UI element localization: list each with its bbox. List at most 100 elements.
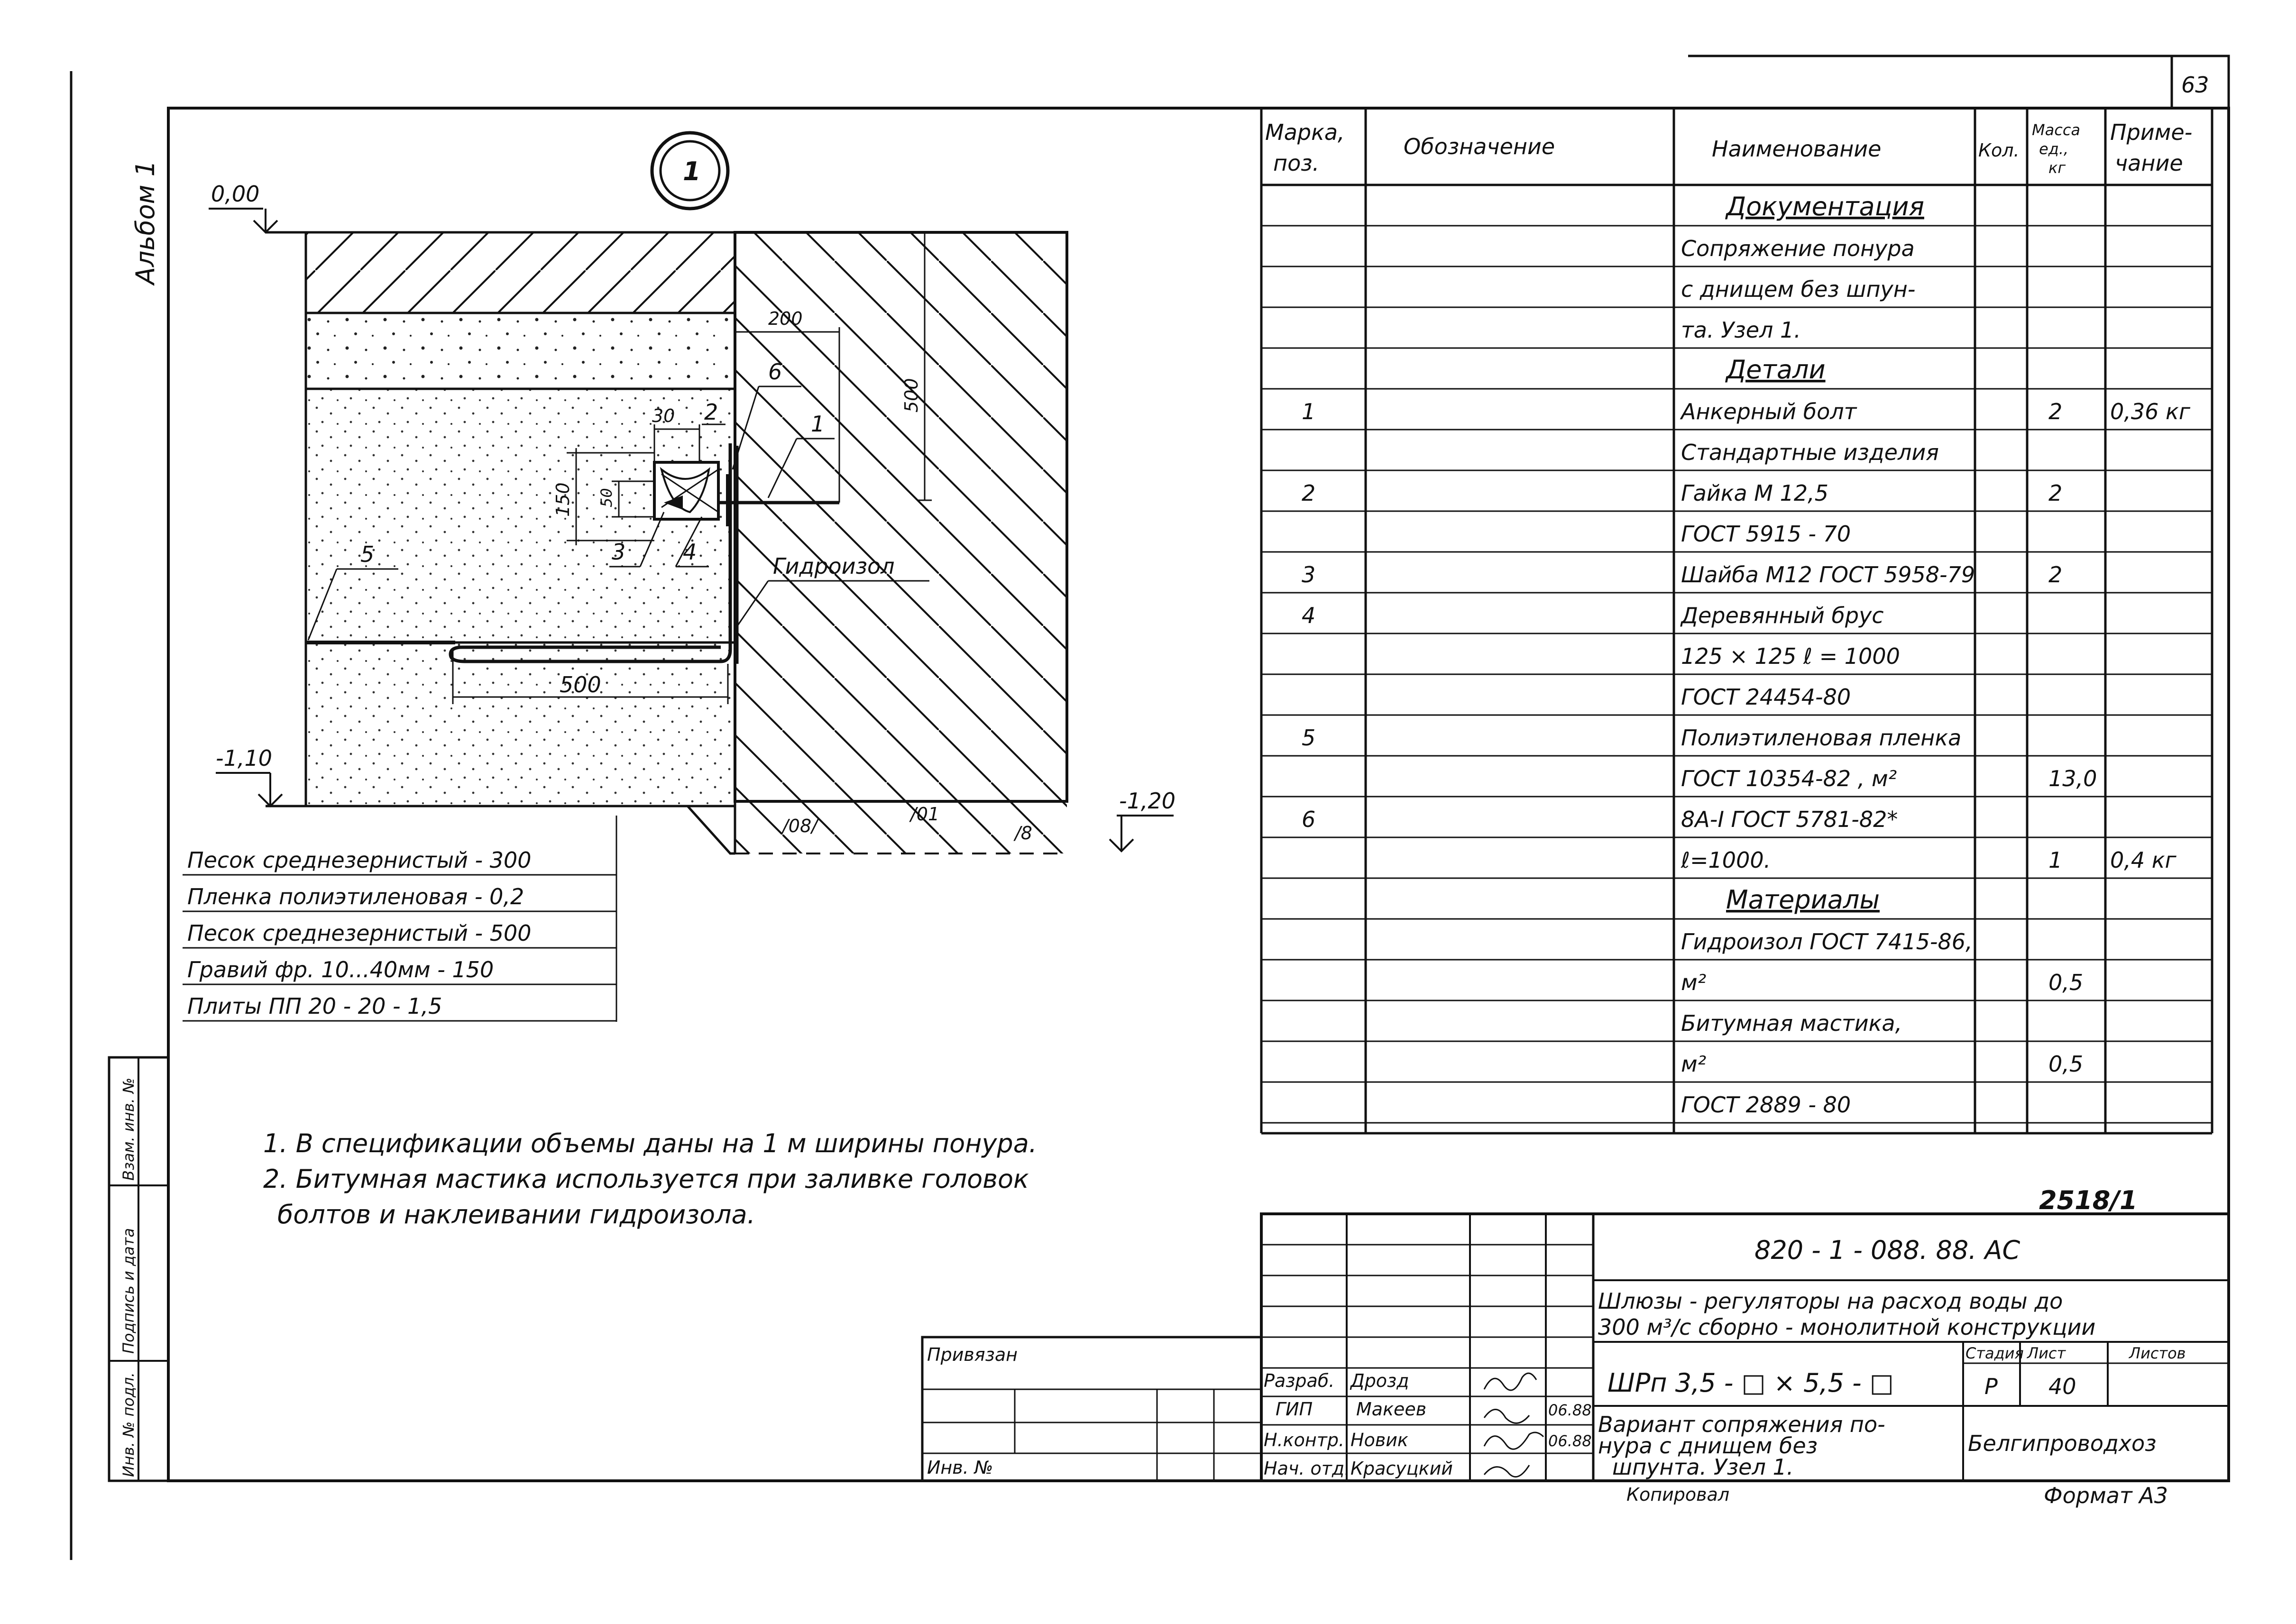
callout-6-label: 6 xyxy=(768,359,782,385)
layer-legend: Песок среднезернистый - 300 Пленка полиэ… xyxy=(183,816,617,1022)
row-pos: 1 xyxy=(1302,399,1315,424)
row-mass: 1 xyxy=(2048,847,2062,873)
layer-3: Песок среднезернистый - 500 xyxy=(187,920,532,946)
level-top-label: 0,00 xyxy=(211,181,259,207)
row-pos: 4 xyxy=(1302,603,1315,628)
row-mass: 2 xyxy=(2048,480,2062,506)
row-name: с днищем без шпун- xyxy=(1681,276,1915,302)
callout-4: 4 xyxy=(675,516,709,568)
header-note-2: чание xyxy=(2115,150,2183,176)
row-pos: 3 xyxy=(1302,562,1315,587)
anchor-assembly xyxy=(449,443,839,664)
row-name: ГОСТ 5915 - 70 xyxy=(1681,521,1851,547)
row-name: 8А-I ГОСТ 5781-82* xyxy=(1681,807,1898,832)
role-4: Нач. отд. xyxy=(1264,1458,1350,1479)
row-name: Анкерный болт xyxy=(1680,399,1857,424)
node-marker: 1 xyxy=(650,131,730,211)
header-name: Наименование xyxy=(1712,136,1881,162)
row-note: 0,4 кг xyxy=(2110,847,2177,873)
person-4: Красуцкий xyxy=(1350,1458,1453,1479)
callout-1: 1 xyxy=(767,411,835,498)
album-label: Альбом 1 xyxy=(130,160,160,286)
organization: Белгипроводхоз xyxy=(1968,1431,2157,1456)
person-3: Новик xyxy=(1350,1430,1408,1450)
hatch-mark-2: /01 xyxy=(909,804,939,825)
dim-500-horizontal-label: 500 xyxy=(560,672,601,697)
row-name: 125 × 125 ℓ = 1000 xyxy=(1681,643,1900,669)
specification-table: Марка, поз. Обозначение Наименование Кол… xyxy=(1260,107,2213,1135)
format-label: Формат А3 xyxy=(2044,1483,2168,1508)
callout-2: 2 xyxy=(702,399,726,425)
drawing-title-1: Вариант сопряжения по- xyxy=(1598,1412,1885,1437)
person-2: Макеев xyxy=(1356,1399,1426,1420)
sheets-label: Листов xyxy=(2129,1344,2186,1362)
callout-4-label: 4 xyxy=(683,539,697,565)
sand-layer-300 xyxy=(304,641,736,807)
page-number-box: 63 xyxy=(1688,55,2230,110)
side-stamp-signature-date: Подпись и дата xyxy=(119,1228,138,1354)
drawing-title-3: шпунта. Узел 1. xyxy=(1612,1454,1793,1480)
person-1: Дрозд xyxy=(1350,1370,1409,1391)
row-name: ГОСТ 24454-80 xyxy=(1681,684,1851,710)
copied-label: Копировал xyxy=(1626,1484,1729,1505)
header-mass-2: ед., xyxy=(2039,140,2068,158)
hatch-mark-3: /8 xyxy=(1013,823,1032,844)
note-2: 2. Битумная мастика используется при зал… xyxy=(263,1164,1029,1194)
side-stamp-vzam-inv: Взам. инв. № xyxy=(119,1078,138,1181)
row-name: Шайба М12 ГОСТ 5958-79 xyxy=(1681,562,1975,587)
callout-3: 3 xyxy=(609,512,665,568)
project-title-2: 300 м³/с сборно - монолитной конструкции xyxy=(1598,1314,2095,1340)
signature-3 xyxy=(1483,1431,1544,1450)
row-name: ГОСТ 2889 - 80 xyxy=(1681,1092,1851,1118)
dim-200-label: 200 xyxy=(768,308,803,329)
hydroisol-label: Гидроизол xyxy=(773,553,895,579)
stage-value: Р xyxy=(1984,1374,1998,1399)
dim-30-label: 30 xyxy=(652,405,675,426)
row-pos: 5 xyxy=(1302,725,1315,751)
gravel-layer xyxy=(304,312,736,390)
layer-1: Песок среднезернистый - 300 xyxy=(187,847,532,873)
signature-4 xyxy=(1483,1465,1530,1477)
row-section-heading: Материалы xyxy=(1726,885,1880,915)
row-name: Стандартные изделия xyxy=(1681,440,1939,465)
small-dimensions: 30 150 50 xyxy=(552,405,700,545)
stage-label: Стадия xyxy=(1965,1344,2024,1362)
level-mark-top: 0,00 xyxy=(209,181,278,234)
dim-150-label: 150 xyxy=(552,482,573,517)
signature-1 xyxy=(1483,1372,1537,1391)
dimension-200: 200 xyxy=(735,308,840,503)
sheet-label: Лист xyxy=(2027,1344,2066,1362)
row-section-heading: Документация xyxy=(1725,192,1924,221)
project-title-1: Шлюзы - регуляторы на расход воды до xyxy=(1598,1288,2063,1314)
side-stamp: Инв. № подл. Подпись и дата Взам. инв. № xyxy=(108,1056,170,1482)
layer-4: Гравий фр. 10...40мм - 150 xyxy=(187,957,494,982)
callout-hydroisol: Гидроизол xyxy=(736,553,929,626)
header-pos-2: поз. xyxy=(1273,150,1319,176)
row-mass: 2 xyxy=(2048,562,2062,587)
level-mark-left: -1,10 xyxy=(216,745,283,807)
header-mass-1: Масса xyxy=(2032,121,2080,139)
row-name: м² xyxy=(1681,1051,1706,1077)
layer-5: Плиты ПП 20 - 20 - 1,5 xyxy=(187,993,442,1019)
note-2-cont: болтов и наклеивании гидроизола. xyxy=(277,1200,755,1229)
node-marker-number: 1 xyxy=(683,156,701,186)
note-1: 1. В спецификации объемы даны на 1 м шир… xyxy=(263,1129,1037,1158)
sheet-value: 40 xyxy=(2048,1374,2076,1399)
row-name: Сопряжение понура xyxy=(1681,236,1915,261)
row-mass: 0,5 xyxy=(2048,1051,2083,1077)
row-name: Полиэтиленовая пленка xyxy=(1681,725,1961,751)
header-designation: Обозначение xyxy=(1404,134,1555,159)
dimension-500-vertical: 500 xyxy=(901,231,932,501)
header-pos-1: Марка, xyxy=(1265,119,1345,145)
header-note-1: Приме- xyxy=(2110,119,2192,145)
layer-2: Пленка полиэтиленовая - 0,2 xyxy=(187,884,524,909)
stamp-number: 2518/1 xyxy=(2039,1185,2138,1215)
level-left-label: -1,10 xyxy=(216,745,272,771)
dim-50-label: 50 xyxy=(597,488,615,507)
construction-mark: ШРп 3,5 - □ × 5,5 - □ xyxy=(1607,1368,1894,1398)
header-mass-3: кг xyxy=(2048,159,2066,177)
row-name: Гидроизол ГОСТ 7415-86, xyxy=(1681,929,1973,954)
page-number: 63 xyxy=(2181,72,2209,98)
